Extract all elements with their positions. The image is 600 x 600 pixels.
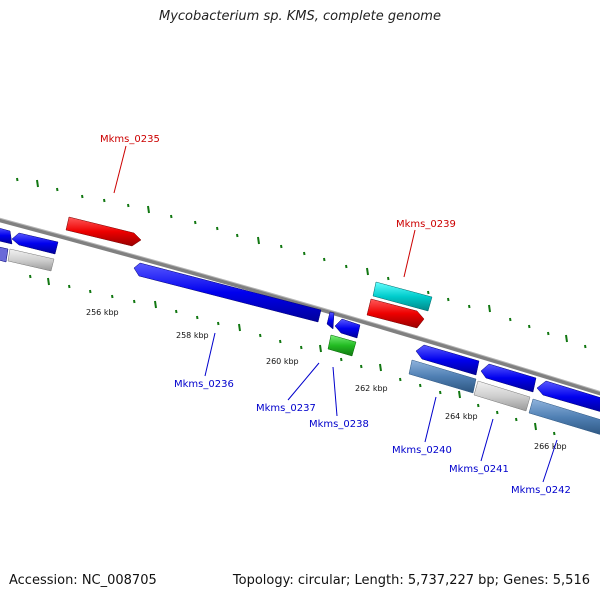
gene-arrow-steel-2[interactable] bbox=[528, 398, 600, 436]
gene-arrow-reverse-4[interactable] bbox=[480, 363, 537, 393]
gene-arrow-mkms-0239[interactable] bbox=[372, 281, 433, 312]
gene-label-mkms-0235[interactable]: Mkms_0235 bbox=[100, 134, 160, 145]
map-title: Mycobacterium sp. KMS, complete genome bbox=[159, 9, 441, 24]
gene-arrow-mkms-0240[interactable] bbox=[415, 344, 480, 376]
inner-tick-ring bbox=[29, 274, 556, 436]
gene-arrow-mkms-0241[interactable] bbox=[473, 380, 531, 412]
outer-tick-ring bbox=[16, 177, 587, 349]
scale-label: 264 kbp bbox=[445, 412, 478, 421]
gene-label-mkms-0241[interactable]: Mkms_0241 bbox=[449, 464, 509, 475]
genome-summary-text: Topology: circular; Length: 5,737,227 bp… bbox=[232, 573, 590, 588]
gene-tracks bbox=[0, 216, 600, 436]
scale-label: 260 kbp bbox=[266, 357, 299, 366]
gene-label-mkms-0236[interactable]: Mkms_0236 bbox=[174, 379, 234, 390]
gene-label-mkms-0238[interactable]: Mkms_0238 bbox=[309, 419, 369, 430]
gene-arrow-forward-2[interactable] bbox=[366, 298, 425, 329]
gene-arrow-reverse-5[interactable] bbox=[536, 380, 600, 413]
gene-arrow-mkms-0235[interactable] bbox=[65, 216, 142, 247]
gene-arrow-left-edge-2[interactable] bbox=[11, 232, 59, 255]
gene-arrow-small[interactable] bbox=[326, 311, 335, 330]
gene-arrow-left-edge-4[interactable] bbox=[7, 248, 55, 272]
gene-label-mkms-0237[interactable]: Mkms_0237 bbox=[256, 403, 316, 414]
gene-label-mkms-0239[interactable]: Mkms_0239 bbox=[396, 219, 456, 230]
gene-label-mkms-0240[interactable]: Mkms_0240 bbox=[392, 445, 452, 456]
accession-text: Accession: NC_008705 bbox=[9, 573, 157, 588]
gene-arrow-mkms-0236[interactable] bbox=[133, 262, 322, 323]
gene-arrow-left-edge-3[interactable] bbox=[0, 246, 9, 263]
scale-labels: 256 kbp 258 kbp 260 kbp 262 kbp 264 kbp … bbox=[86, 308, 567, 451]
gene-labels: Mkms_0235 Mkms_0236 Mkms_0237 Mkms_0238 … bbox=[100, 134, 571, 496]
gene-arrow-mkms-0238[interactable] bbox=[327, 334, 357, 357]
scale-label: 266 kbp bbox=[534, 442, 567, 451]
scale-label: 258 kbp bbox=[176, 331, 209, 340]
gene-label-mkms-0242[interactable]: Mkms_0242 bbox=[511, 485, 571, 496]
label-leaders bbox=[113, 145, 558, 483]
genome-backbone bbox=[0, 218, 600, 396]
gene-arrow-reverse-2[interactable] bbox=[334, 318, 361, 339]
scale-label: 262 kbp bbox=[355, 384, 388, 393]
gene-arrow-left-edge-1[interactable] bbox=[0, 227, 13, 245]
gene-arrow-steel-1[interactable] bbox=[408, 359, 477, 394]
scale-label: 256 kbp bbox=[86, 308, 119, 317]
